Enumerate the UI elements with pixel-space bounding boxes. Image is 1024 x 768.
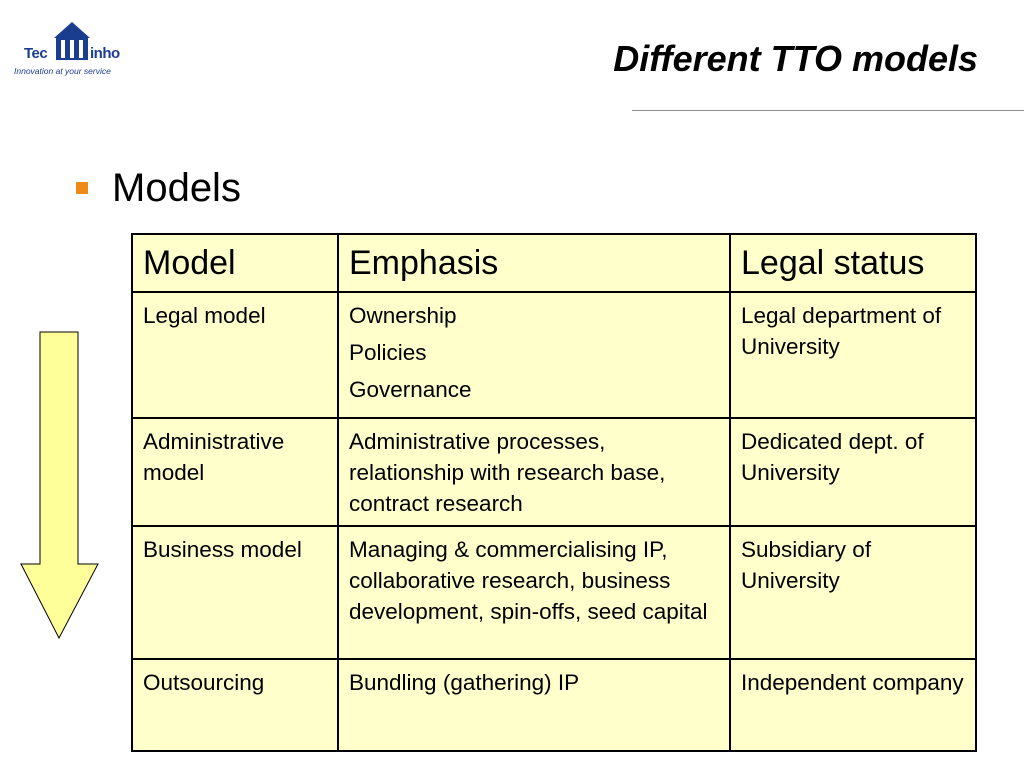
cell-legal-status: Dedicated dept. of University (729, 417, 977, 527)
cell-model: Administrative model (131, 417, 339, 527)
emphasis-line: Governance (349, 377, 472, 402)
cell-legal-status: Subsidiary of University (729, 525, 977, 660)
down-arrow-icon (20, 331, 99, 640)
cell-emphasis: Managing & commercialising IP, collabora… (337, 525, 731, 660)
cell-model: Outsourcing (131, 658, 339, 752)
cell-model: Business model (131, 525, 339, 660)
column-header-legal-status: Legal status (729, 233, 977, 293)
table-row: Administrative model Administrative proc… (131, 417, 977, 527)
table-header-row: Model Emphasis Legal status (131, 233, 977, 293)
cell-legal-status: Independent company (729, 658, 977, 752)
emphasis-line: Ownership (349, 303, 457, 328)
logo-building-icon (54, 22, 90, 60)
emphasis-line: Policies (349, 340, 427, 365)
cell-model: Legal model (131, 291, 339, 419)
logo-name-right: inho (90, 45, 120, 62)
cell-emphasis: Bundling (gathering) IP (337, 658, 731, 752)
table-row: Business model Managing & commercialisin… (131, 525, 977, 660)
models-table: Model Emphasis Legal status Legal model … (131, 233, 977, 752)
table-row: Outsourcing Bundling (gathering) IP Inde… (131, 658, 977, 752)
column-header-emphasis: Emphasis (337, 233, 731, 293)
cell-emphasis: Ownership Policies Governance (337, 291, 731, 419)
title-divider (632, 110, 1024, 111)
bullet-square-icon (76, 182, 88, 194)
slide-title: Different TTO models (613, 38, 978, 79)
logo-tagline: Innovation at your service (14, 66, 111, 76)
bullet-text: Models (112, 165, 241, 210)
table-row: Legal model Ownership Policies Governanc… (131, 291, 977, 419)
column-header-model: Model (131, 233, 339, 293)
bullet-item: Models (76, 164, 241, 212)
logo: Tec inho Innovation at your service (12, 18, 142, 84)
logo-name-left: Tec (24, 45, 48, 62)
cell-emphasis: Administrative processes, relationship w… (337, 417, 731, 527)
cell-legal-status: Legal department of University (729, 291, 977, 419)
